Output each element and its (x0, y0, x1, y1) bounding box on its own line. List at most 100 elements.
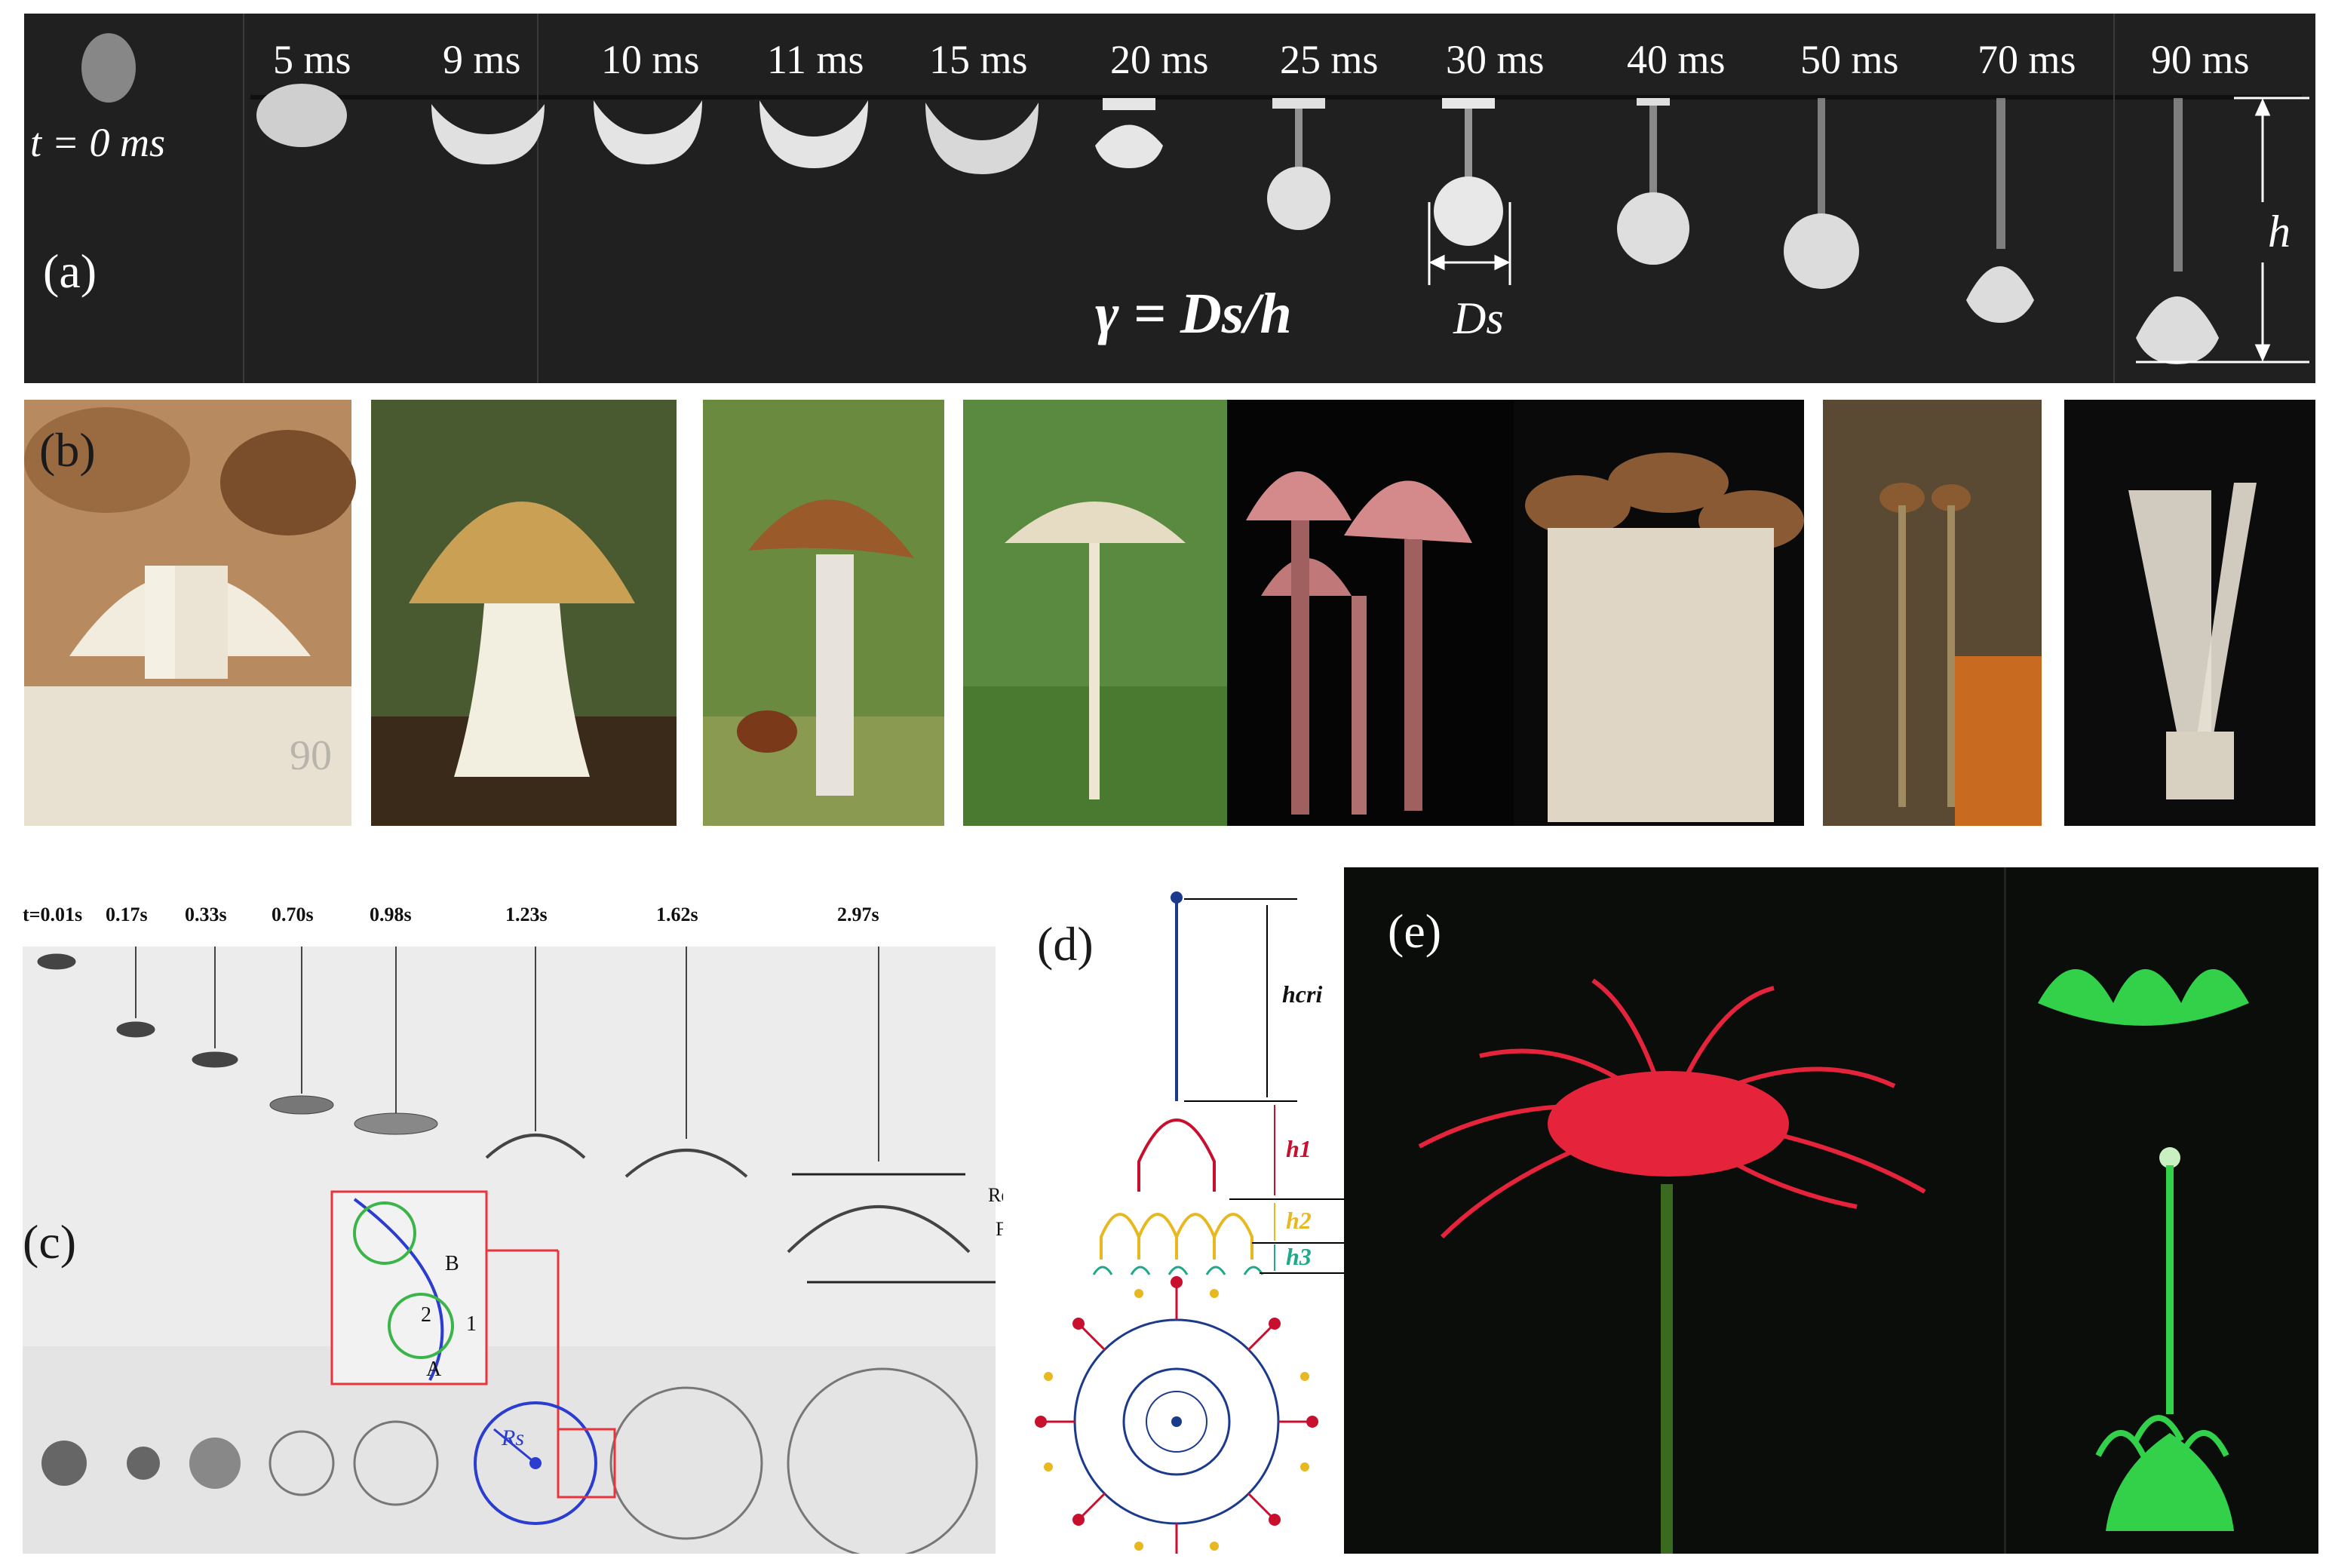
mushroom-photo-8-enoki (2064, 400, 2315, 826)
arc-2-label: 2 (421, 1303, 431, 1327)
inset-circle-lower (388, 1293, 454, 1359)
drop-t1.62 (624, 1149, 748, 1178)
drop-t0.70 (269, 1095, 334, 1115)
drop-t0.98 (354, 1112, 438, 1135)
drop-t0.17 (116, 1021, 155, 1038)
h-label: h (2268, 207, 2291, 256)
green-ink-structure (2038, 969, 2249, 1531)
droplet-10ms (594, 100, 702, 164)
panel-c-jellyfish-sequence: t=0.01s 0.17s 0.33s 0.70s 0.98s 1.23s 1.62s 2.9… (23, 890, 1003, 1554)
inset-circle-upper (353, 1201, 416, 1265)
panel-b-label: (b) (39, 423, 96, 477)
mushroom-photo-2-amanita (371, 400, 677, 826)
time-label: 0.98s (370, 904, 412, 925)
mushroom-photo-7-tall-thin (1823, 400, 2042, 826)
topview-1 (41, 1441, 87, 1486)
droplet-15ms (925, 103, 1039, 174)
panel-e-drawings (1418, 969, 2249, 1554)
frame-time-label: 70 ms (1978, 37, 2076, 82)
formula-gamma: γ = Ds/h (1095, 282, 1292, 345)
point-b-label: B (445, 1252, 459, 1275)
topview-2 (127, 1447, 160, 1480)
h-dimension-arrow (2136, 97, 2309, 364)
time-label: t=0.01s (23, 904, 83, 925)
time-label: 2.97s (837, 904, 879, 925)
frame-time-label: 90 ms (2151, 37, 2250, 82)
time-label: 1.23s (505, 904, 548, 925)
panel-c-side-view-bg (23, 947, 996, 1346)
panel-d-fractal-diagram: (d) hcri h1 h2 h3 (1026, 882, 1350, 1554)
panel-a-droplet-sequence: t = 0 ms (a) γ = Ds/h Ds h 5 ms 9 ms 10 ms… (24, 14, 2315, 383)
frame-time-label: 30 ms (1446, 37, 1545, 82)
topview-3 (189, 1438, 241, 1489)
droplet-9ms (431, 104, 545, 164)
panel-e-divider (2004, 867, 2006, 1554)
droplet-25ms (1267, 98, 1330, 230)
h1-label: h1 (1286, 1135, 1312, 1162)
time-label: 0.17s (106, 904, 148, 925)
panel-a-droplet-shapes (81, 33, 2309, 364)
frame-divider (243, 14, 244, 383)
frame-divider (537, 14, 539, 383)
mushroom-photo-4-slender (963, 400, 1227, 826)
frame-time-label: 10 ms (601, 37, 700, 82)
topview-8 (787, 1367, 978, 1554)
zoom-inset-box (330, 1190, 488, 1385)
t0-time-label: t = 0 ms (30, 120, 165, 165)
frame-time-label: 9 ms (443, 37, 521, 82)
h-cri-label: hcri (1282, 980, 1323, 1008)
frame-time-label: 15 ms (929, 37, 1028, 82)
topview-4 (268, 1430, 335, 1496)
ds-label: Ds (1453, 293, 1504, 343)
drop-t0.01 (37, 953, 76, 970)
frame-time-label: 25 ms (1280, 37, 1379, 82)
droplet-5ms (256, 84, 347, 147)
frame-divider (2113, 14, 2115, 383)
topview-zoom-box (557, 1428, 616, 1499)
topview-7 (609, 1386, 763, 1540)
red-spider-lily (1418, 978, 1926, 1554)
panel-c-top-view-bg (23, 1346, 996, 1554)
rear-end-label: Rear end (988, 1184, 1003, 1206)
mushroom-photo-5-pink-mycena (1227, 400, 1514, 826)
front-label: Front (996, 1218, 1003, 1240)
panel-d-radial-view (1035, 1276, 1318, 1554)
liquid-surface-line (250, 95, 2302, 100)
mushroom-photo-1-cut-button (24, 400, 356, 826)
panel-d-tree (1035, 891, 1350, 1554)
panel-c-label: (c) (23, 1215, 77, 1269)
panel-d-label: (d) (1037, 917, 1094, 971)
frame-time-label: 50 ms (1800, 37, 1899, 82)
droplet-40ms (1617, 98, 1689, 265)
panel-a-label: (a) (43, 244, 97, 298)
frame-time-label: 20 ms (1110, 37, 1209, 82)
mushroom-photo-3-brown-cap (703, 400, 944, 826)
droplet-70ms (1966, 98, 2034, 323)
droplet-90ms (2136, 98, 2219, 364)
frame-time-label: 5 ms (273, 37, 351, 82)
time-label: 0.33s (185, 904, 227, 925)
droplet-t0 (81, 33, 136, 103)
droplet-30ms (1434, 98, 1503, 246)
panel-e-label: (e) (1388, 904, 1442, 958)
panel-b-watermark: 90 (290, 732, 332, 779)
drop-t2.97 (787, 1205, 971, 1253)
drop-t1.23 (485, 1134, 586, 1159)
point-a-label: A (426, 1358, 442, 1381)
topview-5 (353, 1420, 439, 1506)
rs-label: Rs (502, 1425, 524, 1450)
arc-1-label: 1 (466, 1312, 477, 1336)
time-label: 0.70s (272, 904, 314, 925)
panel-c-drawings (37, 947, 996, 1554)
h3-label: h3 (1286, 1243, 1312, 1270)
drop-t0.33 (192, 1051, 238, 1068)
droplet-11ms (759, 100, 868, 168)
panel-b-mushroom-photos: (b) 90 (24, 400, 2315, 826)
droplet-50ms (1784, 98, 1859, 289)
frame-time-label: 40 ms (1627, 37, 1726, 82)
droplet-20ms (1095, 98, 1163, 168)
time-label: 1.62s (656, 904, 698, 925)
ds-dimension-arrow (1428, 202, 1511, 285)
panel-e-lily-and-ink: (e) (1344, 867, 2318, 1554)
frame-time-label: 11 ms (767, 37, 864, 82)
